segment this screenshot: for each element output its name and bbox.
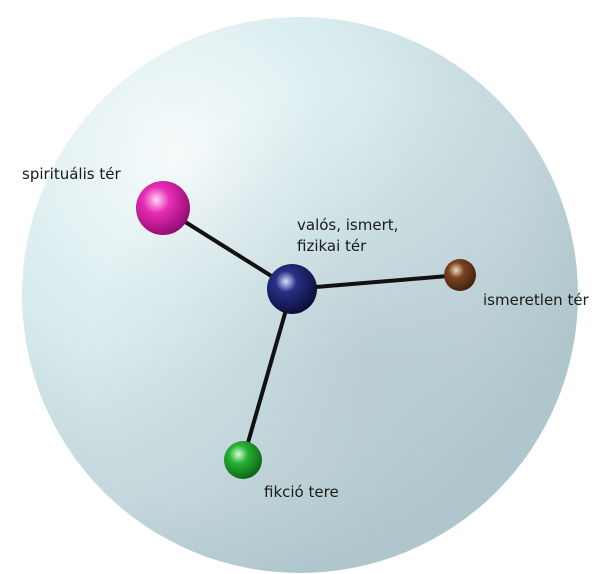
unknown-label: ismeretlen tér [483,291,590,309]
svg-text:ismeretlen tér: ismeretlen tér [483,291,590,309]
node-fiction: fikció tere [224,441,339,501]
svg-text:valós, ismert,: valós, ismert, [297,216,398,234]
svg-text:fizikai tér: fizikai tér [297,237,367,255]
spiritual-label: spirituális tér [22,165,121,183]
real-sphere-icon [267,264,317,314]
unknown-sphere-icon [444,259,476,291]
node-real: valós, ismert, fizikai tér [267,216,398,314]
fiction-label: fikció tere [264,483,339,501]
fiction-sphere-icon [224,441,262,479]
node-unknown: ismeretlen tér [444,259,590,309]
connector-real-fiction [241,287,294,462]
svg-text:spirituális tér: spirituális tér [22,165,121,183]
connector-real-unknown [290,273,462,291]
node-spiritual: spirituális tér [22,165,190,235]
spiritual-sphere-icon [136,181,190,235]
real-label-line-2: fizikai tér [297,237,367,255]
real-label-line-1: valós, ismert, [297,216,398,234]
svg-text:fikció tere: fikció tere [264,483,339,501]
